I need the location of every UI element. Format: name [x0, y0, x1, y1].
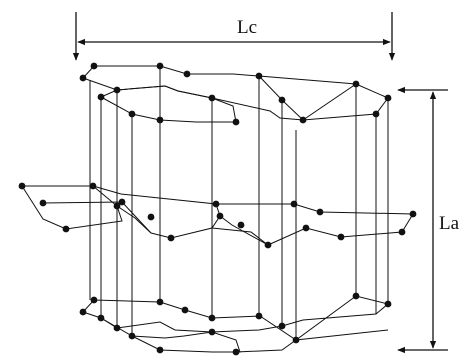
upper-sheet-b [100, 85, 237, 123]
middle-sheet-b [92, 185, 221, 239]
lower-sheet-c [235, 329, 389, 353]
interlayer-vertical-lines [89, 68, 389, 342]
upper-sheet-c [258, 75, 357, 121]
middle-sheet-a [21, 185, 123, 230]
middle-sheet-d [211, 203, 414, 246]
carbon-atoms [18, 62, 417, 356]
lower-graphite-layer [82, 295, 390, 353]
lower-sheet-a [82, 295, 390, 341]
la-label: La [439, 213, 460, 234]
la-dimension: La [397, 86, 460, 354]
lc-label: Lc [237, 17, 257, 38]
lower-sheet-b [100, 317, 241, 353]
lc-dimension: Lc [72, 12, 396, 61]
middle-sheet-e [219, 215, 269, 246]
